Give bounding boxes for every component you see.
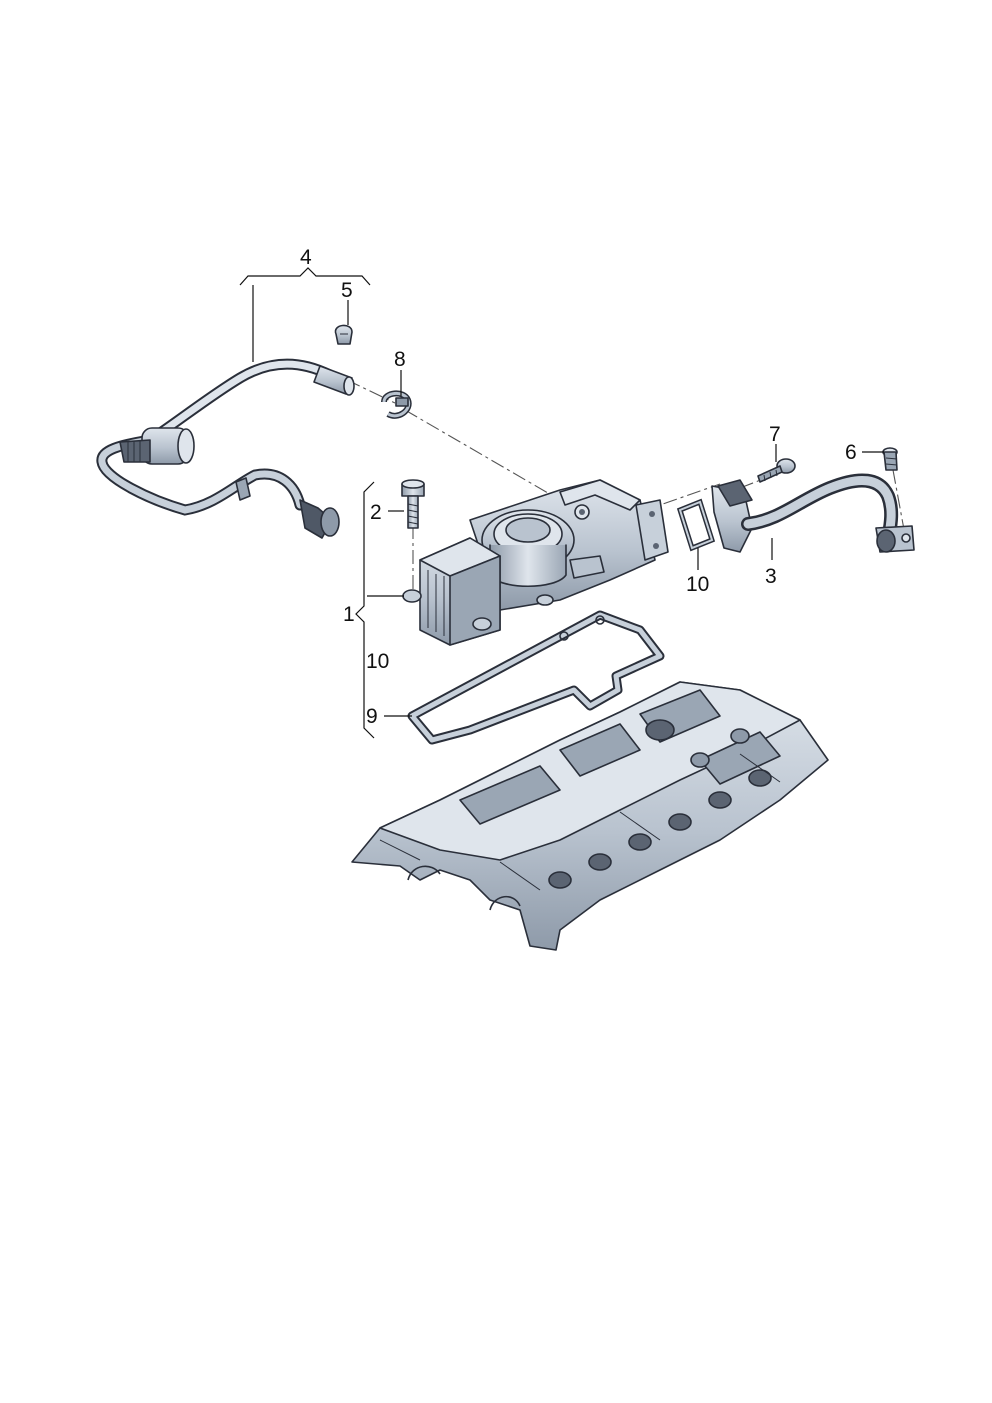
pressure-pipe-3	[711, 473, 915, 553]
cover-gasket-9	[407, 610, 665, 745]
breather-hose-assembly	[96, 358, 355, 539]
hose-clamp-8	[381, 390, 412, 419]
cylinder-head	[351, 681, 829, 951]
bolt-6	[882, 447, 898, 471]
callout-9: 9	[366, 705, 378, 728]
oil-separator-housing	[402, 479, 669, 646]
bolt-2	[401, 479, 425, 529]
callout-1: 1	[343, 603, 355, 626]
callout-2: 2	[370, 501, 382, 524]
callout-4: 4	[300, 246, 312, 269]
callout-10-cover: 10	[366, 650, 389, 673]
callout-6: 6	[845, 441, 857, 464]
callout-5: 5	[341, 279, 353, 302]
flange-gasket-10	[676, 498, 716, 552]
callout-10-gasket: 10	[686, 573, 709, 596]
port-holes	[548, 719, 772, 889]
callout-7: 7	[769, 423, 781, 446]
callout-labels: 4 5 8 2 7 6 3 10 1 10 9	[300, 246, 857, 728]
hose-clip-5	[334, 324, 353, 345]
callout-8: 8	[394, 348, 406, 371]
callout-3: 3	[765, 565, 777, 588]
screw-7	[757, 458, 796, 483]
leader-lines	[239, 267, 884, 739]
